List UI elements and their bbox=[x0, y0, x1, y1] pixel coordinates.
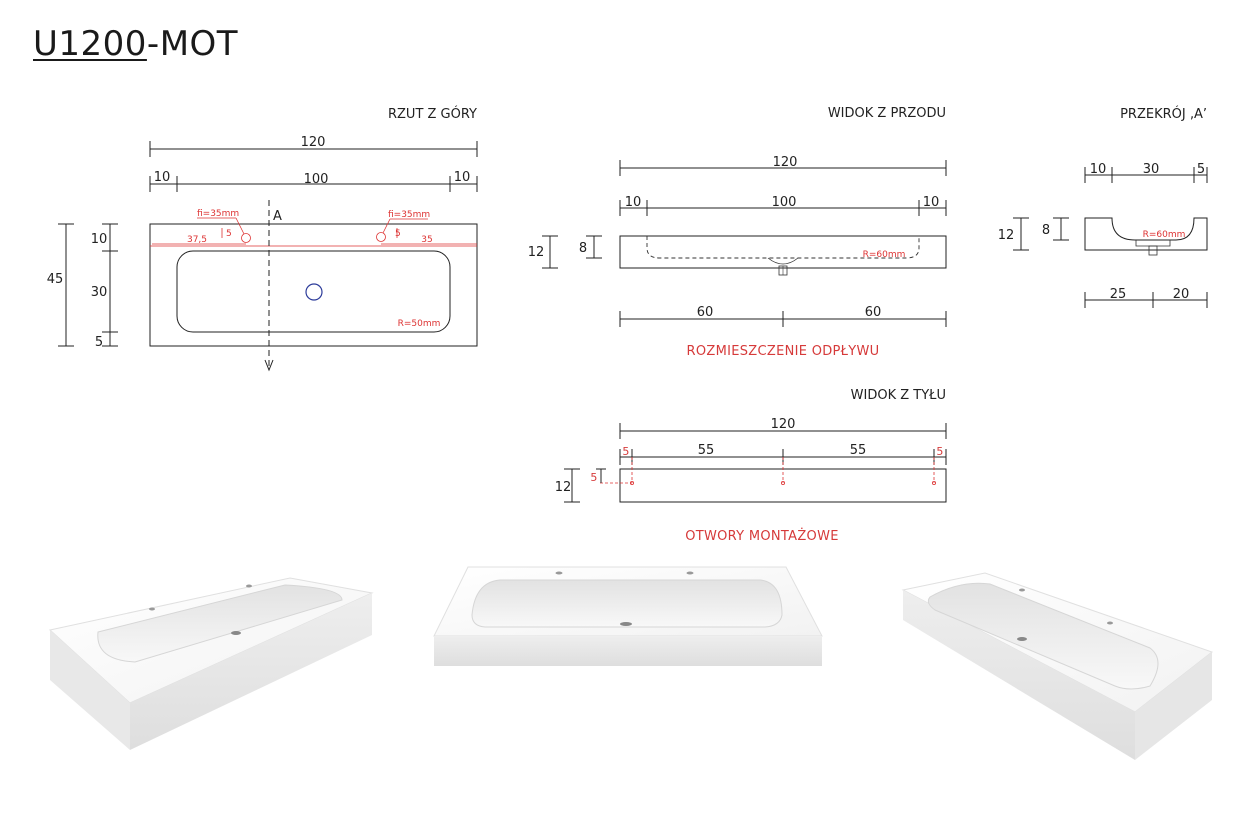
model-title: U1200-MOT bbox=[33, 24, 238, 64]
section-inner-depth: 8 bbox=[1042, 223, 1050, 238]
top-mid-width: 100 bbox=[304, 172, 329, 187]
back-edge-right: 5 bbox=[936, 445, 943, 458]
section-height: 12 bbox=[998, 228, 1015, 243]
front-height: 12 bbox=[528, 245, 545, 260]
drain-layout-label: ROZMIESZCZENIE ODPŁYWU bbox=[687, 344, 880, 359]
section-dim-a: 10 bbox=[1090, 162, 1107, 177]
tap-right-distance: 35 bbox=[421, 235, 432, 245]
top-view-label: RZUT Z GÓRY bbox=[388, 106, 477, 122]
mount-hole-right bbox=[932, 480, 937, 485]
top-total-width: 120 bbox=[301, 135, 326, 150]
section-dim-b: 30 bbox=[1143, 162, 1160, 177]
section-view: PRZEKRÓJ ‚A’ 10 30 5 R=60mm 12 8 25 20 bbox=[998, 106, 1208, 308]
sink-render-right bbox=[901, 572, 1214, 760]
section-profile bbox=[1084, 217, 1208, 251]
tap-hole-left bbox=[241, 233, 251, 243]
tap-left-distance: 37,5 bbox=[187, 235, 207, 245]
drain-left-distance: 60 bbox=[697, 305, 714, 320]
front-view: WIDOK Z PRZODU 120 10 100 10 R=60mm 12 8… bbox=[528, 106, 947, 359]
section-bottom-right: 20 bbox=[1173, 287, 1190, 302]
drain-hole bbox=[305, 283, 323, 301]
back-view-label: WIDOK Z TYŁU bbox=[851, 388, 946, 403]
back-mid-left: 55 bbox=[698, 443, 715, 458]
top-bowl bbox=[176, 250, 451, 333]
section-mark: A bbox=[273, 209, 282, 224]
back-total-width: 120 bbox=[771, 417, 796, 432]
section-radius: R=60mm bbox=[1143, 230, 1186, 240]
top-right-margin: 10 bbox=[454, 170, 471, 185]
model-suffix: -MOT bbox=[146, 24, 239, 64]
mounting-holes-label: OTWORY MONTAŻOWE bbox=[685, 528, 839, 544]
back-edge-left: 5 bbox=[622, 445, 629, 458]
front-inner-depth: 8 bbox=[579, 241, 587, 256]
bowl-radius: R=50mm bbox=[398, 319, 441, 329]
section-view-label: PRZEKRÓJ ‚A’ bbox=[1120, 106, 1207, 122]
model-code: U1200 bbox=[33, 24, 147, 64]
front-radius: R=60mm bbox=[863, 250, 906, 260]
sink-render-left bbox=[48, 577, 374, 750]
tap-left-diameter: fi=35mm bbox=[197, 209, 239, 219]
top-left-margin: 10 bbox=[154, 170, 171, 185]
front-total-width: 120 bbox=[773, 155, 798, 170]
front-left-margin: 10 bbox=[625, 195, 642, 210]
front-right-margin: 10 bbox=[923, 195, 940, 210]
back-hole-height: 5 bbox=[590, 471, 597, 484]
top-view: RZUT Z GÓRY 120 10 100 10 A fi=35mm fi=3… bbox=[47, 106, 478, 372]
top-bowl-depth: 30 bbox=[91, 285, 108, 300]
tap-right-diameter: fi=35mm bbox=[388, 210, 430, 220]
section-bottom-left: 25 bbox=[1110, 287, 1127, 302]
mount-hole-center bbox=[781, 480, 786, 485]
top-outline bbox=[149, 223, 478, 347]
back-view: WIDOK Z TYŁU 120 5 55 55 5 12 5 OTWORY M… bbox=[555, 388, 947, 544]
sink-render-front bbox=[433, 566, 823, 666]
top-back-depth: 10 bbox=[91, 232, 108, 247]
front-mid-width: 100 bbox=[772, 195, 797, 210]
back-mid-right: 55 bbox=[850, 443, 867, 458]
tap-hole-right bbox=[376, 232, 386, 242]
back-height: 12 bbox=[555, 480, 572, 495]
top-depth: 45 bbox=[47, 272, 64, 287]
tap-left-offset: 5 bbox=[226, 229, 232, 239]
section-dim-c: 5 bbox=[1197, 162, 1205, 177]
drain-right-distance: 60 bbox=[865, 305, 882, 320]
top-front-depth: 5 bbox=[95, 335, 103, 350]
tap-right-offset: 5 bbox=[395, 229, 401, 239]
front-view-label: WIDOK Z PRZODU bbox=[828, 106, 946, 121]
